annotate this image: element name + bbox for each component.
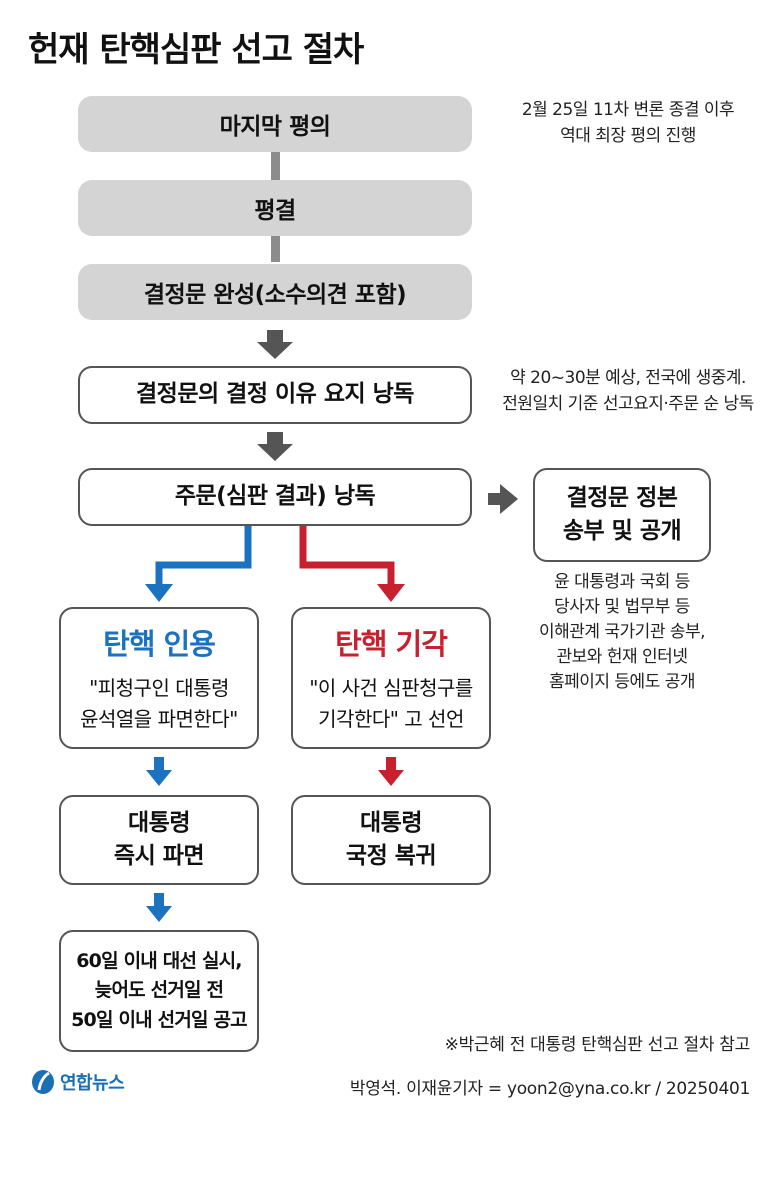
yonhap-logo: 연합뉴스 <box>30 1068 125 1096</box>
uphold-connector <box>155 526 252 586</box>
step-label: 마지막 평의 <box>219 114 331 140</box>
page-title: 헌재 탄핵심판 선고 절차 <box>28 30 364 70</box>
uphold-arrow-icon <box>145 584 173 602</box>
election-box: 60일 이내 대선 실시, 늦어도 선거일 전 50일 이내 선거일 공고 <box>59 930 259 1052</box>
dismiss-title: 탄핵 기각 <box>335 627 448 661</box>
down-arrow-icon <box>154 893 164 907</box>
arrow-down-icon <box>257 432 293 461</box>
dismiss-quote: "이 사건 심판청구를 기각한다" 고 선언 <box>309 676 473 732</box>
step-decision-complete: 결정문 완성(소수의견 포함) <box>78 264 472 320</box>
step-label: 주문(심판 결과) 낭독 <box>174 483 376 510</box>
down-arrow-icon <box>146 770 172 786</box>
uphold-box: 탄핵 인용 "피청구인 대통령 윤석열을 파면한다" <box>59 607 259 749</box>
step-vote: 평결 <box>78 180 472 236</box>
dismiss-connector <box>299 526 395 586</box>
dismiss-arrow-icon <box>377 584 405 602</box>
step-label: 평결 <box>254 198 296 224</box>
yonhap-logo-icon <box>32 1070 54 1094</box>
arrow-down-icon <box>257 330 293 359</box>
step-reasons-reading: 결정문의 결정 이유 요지 낭독 <box>78 366 472 424</box>
arrow-right-icon <box>488 484 518 514</box>
step-label: 결정문의 결정 이유 요지 낭독 <box>136 381 414 408</box>
footnote: ※박근혜 전 대통령 탄핵심판 선고 절차 참고 <box>444 1035 751 1055</box>
uphold-quote: "피청구인 대통령 윤석열을 파면한다" <box>80 676 238 732</box>
logo-text: 연합뉴스 <box>60 1073 125 1094</box>
down-arrow-icon <box>386 757 396 771</box>
note-deliberation: 2월 25일 11차 변론 종결 이후 역대 최장 평의 진행 <box>521 100 735 146</box>
dismiss-result-box: 대통령 국정 복귀 <box>291 795 491 885</box>
down-arrow-icon <box>378 770 404 786</box>
uphold-result-box: 대통령 즉시 파면 <box>59 795 259 885</box>
dismiss-box: 탄핵 기각 "이 사건 심판청구를 기각한다" 고 선언 <box>291 607 491 749</box>
step-order-reading: 주문(심판 결과) 낭독 <box>78 468 472 526</box>
step-publish: 결정문 정본 송부 및 공개 <box>533 468 711 562</box>
uphold-title: 탄핵 인용 <box>103 627 216 661</box>
down-arrow-icon <box>146 906 172 922</box>
note-publish: 윤 대통령과 국회 등 당사자 및 법무부 등 이해관계 국가기관 송부, 관보… <box>538 572 706 692</box>
credit: 박영석. 이재윤기자 = yoon2@yna.co.kr / 20250401 <box>349 1079 750 1099</box>
down-arrow-icon <box>154 757 164 771</box>
note-reading: 약 20~30분 예상, 전국에 생중계. 전원일치 기준 선고요지·주문 순 … <box>502 368 754 414</box>
step-final-deliberation: 마지막 평의 <box>78 96 472 152</box>
step-label: 결정문 완성(소수의견 포함) <box>143 282 407 308</box>
